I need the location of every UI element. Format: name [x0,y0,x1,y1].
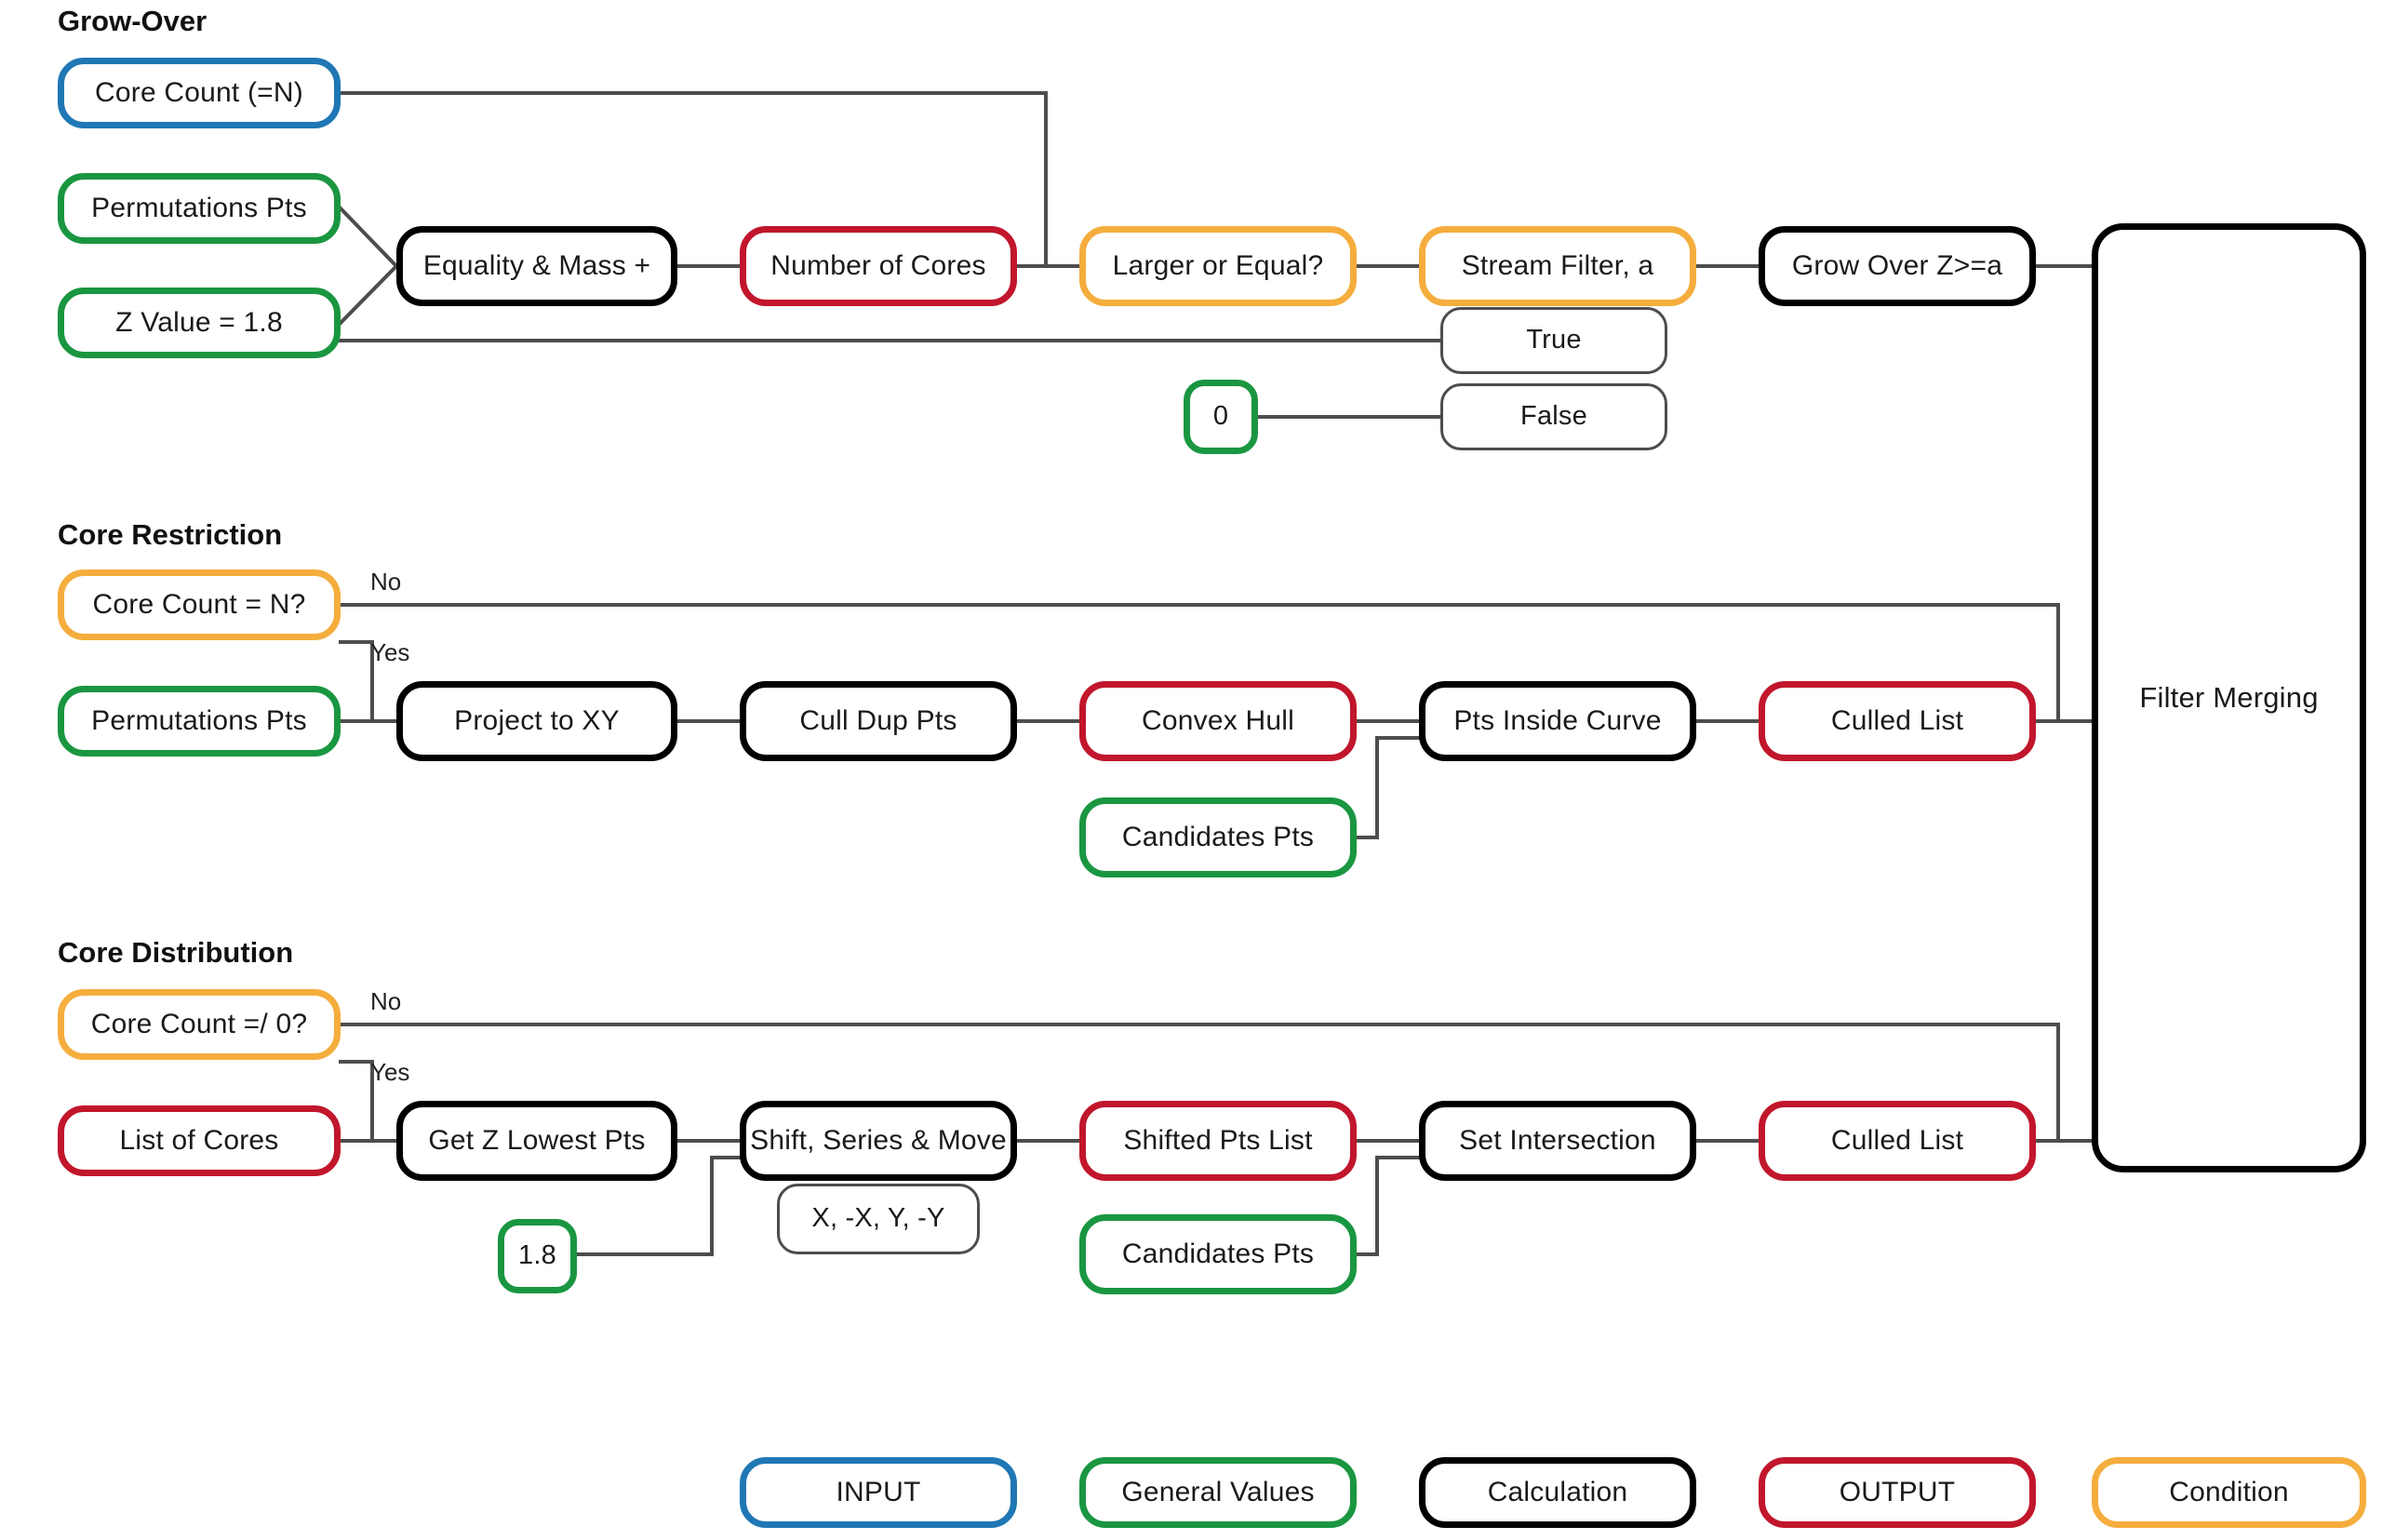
node-permutations-pts-restriction[interactable]: Permutations Pts [58,686,341,757]
node-filter-merging[interactable]: Filter Merging [2092,223,2366,1172]
legend-item-calculation: Calculation [1419,1457,1696,1528]
node-cull-dup-pts[interactable]: Cull Dup Pts [740,681,1017,761]
node-get-z-lowest-pts[interactable]: Get Z Lowest Pts [396,1101,677,1181]
node-z-constant[interactable]: 1.8 [498,1219,577,1293]
node-true-branch[interactable]: True [1440,307,1667,374]
node-core-count-equals-n[interactable]: Core Count = N? [58,569,341,640]
section-title-grow-over: Grow-Over [58,5,207,37]
node-larger-or-equal[interactable]: Larger or Equal? [1079,226,1357,306]
node-equality-mass[interactable]: Equality & Mass + [396,226,677,306]
node-stream-filter[interactable]: Stream Filter, a [1419,226,1696,306]
wire-zvalue-to-equality [338,263,399,326]
legend-item-output: OUTPUT [1759,1457,2036,1528]
section-title-core-restriction: Core Restriction [58,518,283,551]
node-core-count-not-zero[interactable]: Core Count =/ 0? [58,989,341,1060]
edge-label-no-core-distribution: No [370,987,402,1015]
node-candidates-pts-distribution[interactable]: Candidates Pts [1079,1214,1357,1294]
node-permutations-pts-growover[interactable]: Permutations Pts [58,173,341,244]
wire-permutations-to-equality [338,206,399,269]
node-list-of-cores[interactable]: List of Cores [58,1105,341,1176]
wire-candidates3-to-setintersection [1355,1156,1421,1256]
node-grow-over-z[interactable]: Grow Over Z>=a [1759,226,2036,306]
node-convex-hull[interactable]: Convex Hull [1079,681,1357,761]
node-candidates-pts-restriction[interactable]: Candidates Pts [1079,797,1357,877]
node-culled-list-distribution[interactable]: Culled List [1759,1101,2036,1181]
node-false-branch[interactable]: False [1440,383,1667,450]
edge-label-yes-core-restriction: Yes [370,638,410,666]
node-project-to-xy[interactable]: Project to XY [396,681,677,761]
node-set-intersection[interactable]: Set Intersection [1419,1101,1696,1181]
node-shift-params: X, -X, Y, -Y [777,1184,980,1254]
node-shift-series-move[interactable]: Shift, Series & Move [740,1101,1017,1181]
node-number-of-cores[interactable]: Number of Cores [740,226,1017,306]
node-core-count-n[interactable]: Core Count (=N) [58,58,341,128]
legend-item-condition: Condition [2092,1457,2366,1528]
node-shifted-pts-list[interactable]: Shifted Pts List [1079,1101,1357,1181]
node-culled-list-restriction[interactable]: Culled List [1759,681,2036,761]
node-z-value[interactable]: Z Value = 1.8 [58,288,341,358]
node-zero-value[interactable]: 0 [1184,380,1258,454]
legend-item-input: INPUT [740,1457,1017,1528]
node-pts-inside-curve[interactable]: Pts Inside Curve [1419,681,1696,761]
edge-label-yes-core-distribution: Yes [370,1058,410,1086]
legend-item-general-values: General Values [1079,1457,1357,1528]
edge-label-no-core-restriction: No [370,568,402,596]
section-title-core-distribution: Core Distribution [58,936,294,969]
wire-candidates-to-ptsinside [1355,736,1421,839]
